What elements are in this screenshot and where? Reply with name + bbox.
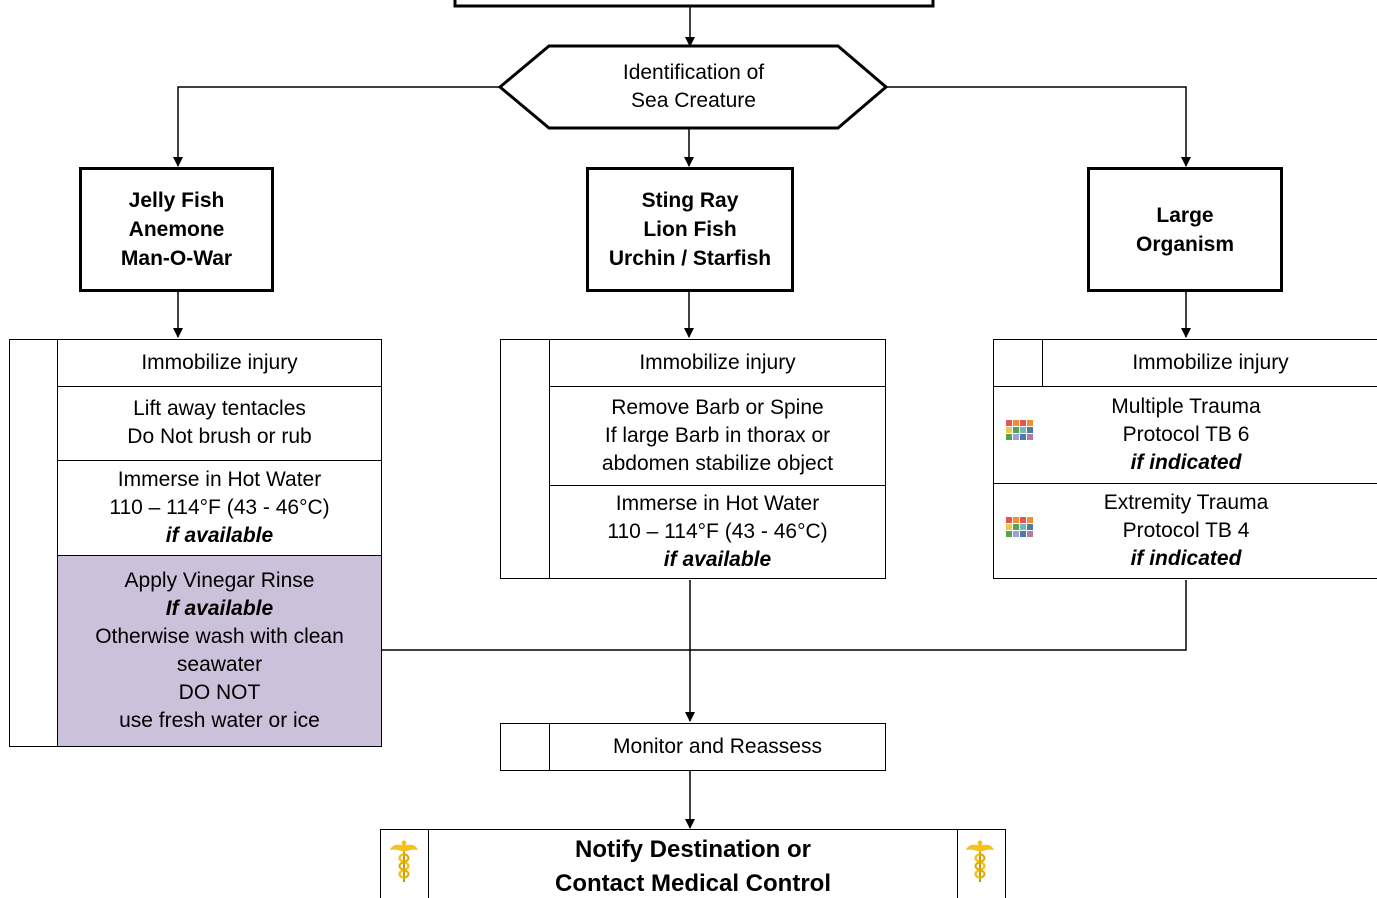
notify-line-2: Contact Medical Control <box>554 870 831 897</box>
category-sting-line: Lion Fish <box>643 218 737 241</box>
arrow-to-large <box>886 86 1191 167</box>
large-step-immobilize: Immobilize injury <box>1043 340 1377 386</box>
notify-text-block: Notify Destination or Contact Medical Co… <box>429 832 957 898</box>
category-jelly-line: Man-O-War <box>120 247 233 270</box>
top-box-fragment <box>453 0 935 8</box>
large-steps-panel: Immobilize injury Multiple Trauma Protoc… <box>993 339 1377 579</box>
jelly-step-immobilize-text: Immobilize injury <box>141 351 298 374</box>
monitor-box: Monitor and Reassess <box>500 723 886 771</box>
sting-step-hot-water: Immerse in Hot Water 110 – 114°F (43 - 4… <box>550 486 885 578</box>
line-large-merge <box>690 580 1187 651</box>
divider <box>994 483 1377 484</box>
jelly-step-vinegar-text: Otherwise wash with clean <box>95 625 344 648</box>
divider <box>550 485 885 486</box>
jelly-step-tentacles-text: Do Not brush or rub <box>127 425 312 448</box>
jelly-step-vinegar-text: DO NOT <box>178 681 261 704</box>
sting-step-immobilize-text: Immobilize injury <box>639 351 796 374</box>
category-jelly-line: Anemone <box>128 218 225 241</box>
jelly-step-tentacles: Lift away tentacles Do Not brush or rub <box>58 387 381 459</box>
jelly-side-column <box>57 340 58 746</box>
category-large: Large Organism <box>1087 167 1283 292</box>
large-step-multiple-text: Multiple Trauma <box>1111 394 1261 418</box>
divider <box>58 555 381 556</box>
notify-left-column <box>428 830 429 898</box>
category-large-line: Organism <box>1135 232 1235 256</box>
jelly-step-vinegar-text: Apply Vinegar Rinse <box>124 569 315 592</box>
sting-step-barb-text: Remove Barb or Spine <box>611 396 824 419</box>
large-step-multiple-text: if indicated <box>1130 450 1242 474</box>
jelly-step-hot-water-text: 110 – 114°F (43 - 46°C) <box>109 496 330 519</box>
sting-step-hot-water-text: Immerse in Hot Water <box>615 492 820 515</box>
jelly-step-immobilize: Immobilize injury <box>58 340 381 386</box>
caduceus-icon <box>390 840 418 882</box>
category-large-line: Large <box>1156 203 1214 227</box>
decision-label: Identification of Sea Creature <box>549 59 838 115</box>
large-step-extremity-text: Protocol TB 4 <box>1122 519 1250 542</box>
notify-box: Notify Destination or Contact Medical Co… <box>380 829 1006 898</box>
jelly-step-hot-water-text: Immerse in Hot Water <box>117 468 322 491</box>
sting-step-barb: Remove Barb or Spine If large Barb in th… <box>550 387 885 485</box>
category-sting-line: Sting Ray <box>641 189 739 212</box>
monitor-step: Monitor and Reassess <box>550 724 885 770</box>
large-step-immobilize-text: Immobilize injury <box>1132 351 1289 374</box>
jelly-step-vinegar: Apply Vinegar Rinse If available Otherwi… <box>58 556 381 746</box>
sting-step-barb-text: abdomen stabilize object <box>601 452 834 475</box>
jelly-steps-panel: Immobilize injury Lift away tentacles Do… <box>9 339 382 747</box>
divider <box>994 386 1377 387</box>
monitor-side-column <box>549 724 550 770</box>
jelly-step-hot-water-text: if available <box>165 524 274 547</box>
sting-steps-panel: Immobilize injury Remove Barb or Spine I… <box>500 339 886 579</box>
jelly-step-vinegar-text: seawater <box>176 653 263 676</box>
jelly-step-hot-water: Immerse in Hot Water 110 – 114°F (43 - 4… <box>58 461 381 555</box>
large-step-multiple-trauma: Multiple Trauma Protocol TB 6 if indicat… <box>994 387 1377 482</box>
arrow-to-jelly <box>173 86 500 167</box>
sting-step-barb-text: If large Barb in thorax or <box>604 424 831 447</box>
protocol-grid-icon <box>1006 517 1033 537</box>
jelly-step-vinegar-text: use fresh water or ice <box>119 709 320 732</box>
large-step-multiple-text: Protocol TB 6 <box>1122 422 1250 446</box>
large-step-extremity-text: if indicated <box>1130 547 1242 570</box>
caduceus-icon <box>966 840 994 882</box>
large-step-extremity-trauma: Extremity Trauma Protocol TB 4 if indica… <box>994 484 1377 578</box>
sting-step-hot-water-text: 110 – 114°F (43 - 46°C) <box>607 520 828 543</box>
protocol-grid-icon <box>1006 420 1033 440</box>
divider <box>550 386 885 387</box>
divider <box>58 460 381 461</box>
monitor-text: Monitor and Reassess <box>613 735 822 758</box>
large-side-column <box>1042 340 1043 387</box>
sting-side-column <box>549 340 550 578</box>
large-step-extremity-text: Extremity Trauma <box>1103 491 1269 514</box>
notify-right-column <box>957 830 958 898</box>
category-sting: Sting Ray Lion Fish Urchin / Starfish <box>586 167 794 292</box>
decision-line-1: Identification of <box>622 61 765 84</box>
notify-line-1: Notify Destination or <box>574 836 811 863</box>
jelly-step-tentacles-text: Lift away tentacles <box>133 397 306 420</box>
category-sting-line: Urchin / Starfish <box>608 247 772 270</box>
sting-step-immobilize: Immobilize injury <box>550 340 885 386</box>
divider <box>58 386 381 387</box>
category-jelly-line: Jelly Fish <box>128 189 225 212</box>
decision-line-2: Sea Creature <box>631 89 756 112</box>
category-jelly: Jelly Fish Anemone Man-O-War <box>79 167 274 292</box>
sting-step-hot-water-text: if available <box>663 548 772 571</box>
jelly-step-vinegar-text: If available <box>165 597 274 620</box>
